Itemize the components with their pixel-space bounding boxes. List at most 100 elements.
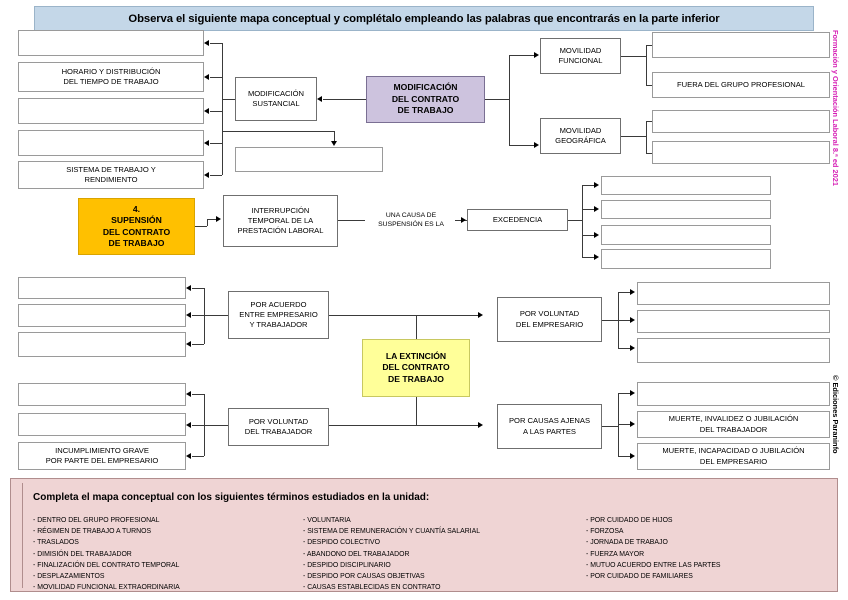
node-mf-2: FUERA DEL GRUPO PROFESIONAL xyxy=(652,72,830,98)
word-bank-item[interactable]: - FORZOSA xyxy=(586,528,624,536)
node-mf-1[interactable] xyxy=(652,32,830,58)
connector-vt-2 xyxy=(192,425,204,426)
word-bank-panel: Completa el mapa conceptual con los sigu… xyxy=(10,478,838,592)
word-bank-item[interactable]: - TRASLADOS xyxy=(33,539,79,547)
word-bank-item[interactable]: - DESPIDO DISCIPLINARIO xyxy=(303,561,391,569)
node-left-3[interactable] xyxy=(18,98,204,124)
node-ve-1[interactable] xyxy=(637,282,830,305)
publisher-credit-bottom: © Ediciones Paraninfo xyxy=(831,375,840,454)
word-bank-item[interactable]: - SISTEMA DE REMUNERACIÓN Y CUANTÍA SALA… xyxy=(303,528,481,536)
connector-exc-4 xyxy=(582,257,596,258)
word-bank-item[interactable]: - MOVILIDAD FUNCIONAL EXTRAORDINARIA xyxy=(33,584,180,592)
connector-purple-to-modsustancial xyxy=(323,99,366,100)
arrow-vt-3-icon xyxy=(186,452,191,459)
arrow-acuerdo-1-icon xyxy=(186,284,191,291)
word-bank-item[interactable]: - DESPLAZAMIENTOS xyxy=(33,572,105,580)
connector-elbow-v-modempty xyxy=(334,131,335,142)
word-bank-item[interactable]: - POR CUIDADO DE HIJOS xyxy=(586,517,673,524)
node-mg-2[interactable] xyxy=(652,141,830,164)
node-exc-3[interactable] xyxy=(601,225,771,245)
node-acuerdo-1[interactable] xyxy=(18,277,186,299)
connector-mf-2 xyxy=(646,85,657,86)
connector-acuerdo-1 xyxy=(192,288,204,289)
word-bank-item[interactable]: - FUERZA MAYOR xyxy=(586,550,645,558)
word-bank-item[interactable]: - VOLUNTARIA xyxy=(303,517,351,524)
arrow-ca-1-icon xyxy=(630,389,635,396)
node-exc-2[interactable] xyxy=(601,200,771,219)
word-bank-item[interactable]: - ABANDONO DEL TRABAJADOR xyxy=(303,550,410,558)
instruction-banner: Observa el siguiente mapa conceptual y c… xyxy=(34,6,814,31)
arrow-ve-3-icon xyxy=(630,344,635,351)
node-mg-1[interactable] xyxy=(652,110,830,133)
connector-extincion-to-voluntad-emp xyxy=(416,315,480,316)
word-bank-item[interactable]: - FINALIZACIÓN DEL CONTRATO TEMPORAL xyxy=(33,561,180,569)
word-bank-item[interactable]: - DENTRO DEL GRUPO PROFESIONAL xyxy=(33,517,160,524)
arrow-acuerdo-2-icon xyxy=(186,311,191,318)
node-acuerdo-2[interactable] xyxy=(18,304,186,327)
connector-movilidad-bus xyxy=(509,55,510,145)
word-bank-title: Completa el mapa conceptual con los sigu… xyxy=(33,492,430,503)
node-excedencia: EXCEDENCIA xyxy=(467,209,568,231)
connector-acuerdo-out xyxy=(204,315,228,316)
connector-bus-to-modsustancial xyxy=(222,99,235,100)
node-left-4[interactable] xyxy=(18,130,204,156)
word-bank-column-2: - VOLUNTARIA - SISTEMA DE REMUNERACIÓN Y … xyxy=(303,515,586,593)
arrow-left-2-icon xyxy=(204,73,209,80)
connector-to-mov-geografica xyxy=(509,145,534,146)
node-modificacion-empty[interactable] xyxy=(235,147,383,172)
arrow-exc-4-icon xyxy=(594,253,599,260)
connector-exc-3 xyxy=(582,235,596,236)
node-ca-1[interactable] xyxy=(637,382,830,406)
connector-vt-1 xyxy=(192,394,204,395)
word-bank-item[interactable]: - MUTUO ACUERDO ENTRE LAS PARTES xyxy=(586,561,721,569)
node-left-1[interactable] xyxy=(18,30,204,56)
node-exc-1[interactable] xyxy=(601,176,771,195)
connector-purple-out xyxy=(485,99,509,100)
connector-exc-2 xyxy=(582,209,596,210)
node-mf-2-label: FUERA DEL GRUPO PROFESIONAL xyxy=(677,79,805,89)
word-bank-item[interactable]: - CAUSAS ESTABLECIDAS EN CONTRATO xyxy=(303,584,441,592)
word-bank-columns: - DENTRO DEL GRUPO PROFESIONAL - RÉGIMEN … xyxy=(33,515,831,593)
connector-to-mov-funcional xyxy=(509,55,534,56)
node-vt-1[interactable] xyxy=(18,383,186,406)
connector-mg-bus xyxy=(646,121,647,153)
word-bank-item[interactable]: - RÉGIMEN DE TRABAJO A TURNOS xyxy=(33,528,152,536)
word-bank-item[interactable]: - POR CUIDADO DE FAMILIARES xyxy=(586,572,693,580)
arrow-mov-geografica-icon xyxy=(534,141,539,148)
connector-extincion-to-voluntad-trab xyxy=(329,425,416,426)
arrow-modsustancial-icon xyxy=(317,95,322,102)
node-ve-3[interactable] xyxy=(637,338,830,363)
connector-ve-3 xyxy=(618,348,632,349)
node-vt-2[interactable] xyxy=(18,413,186,436)
connector-left-5 xyxy=(210,175,222,176)
connector-mf-1 xyxy=(646,45,657,46)
connector-left-4 xyxy=(210,143,222,144)
word-bank-column-3: - POR CUIDADO DE HIJOS - FORZOSA - JORNADA… xyxy=(586,515,826,593)
node-ve-2[interactable] xyxy=(637,310,830,333)
connector-excedencia-bus xyxy=(582,185,583,257)
word-bank-item[interactable]: - DIMISIÓN DEL TRABAJADOR xyxy=(33,550,132,558)
node-exc-4[interactable] xyxy=(601,249,771,269)
node-acuerdo-3[interactable] xyxy=(18,332,186,357)
word-bank-item[interactable]: - JORNADA DE TRABAJO xyxy=(586,539,668,547)
connector-vt-out xyxy=(204,425,228,426)
connector-elbow-h-modempty xyxy=(222,131,334,132)
word-bank-item[interactable]: - DESPIDO POR CAUSAS OBJETIVAS xyxy=(303,572,425,580)
word-bank-item[interactable]: - DESPIDO COLECTIVO xyxy=(303,539,380,547)
